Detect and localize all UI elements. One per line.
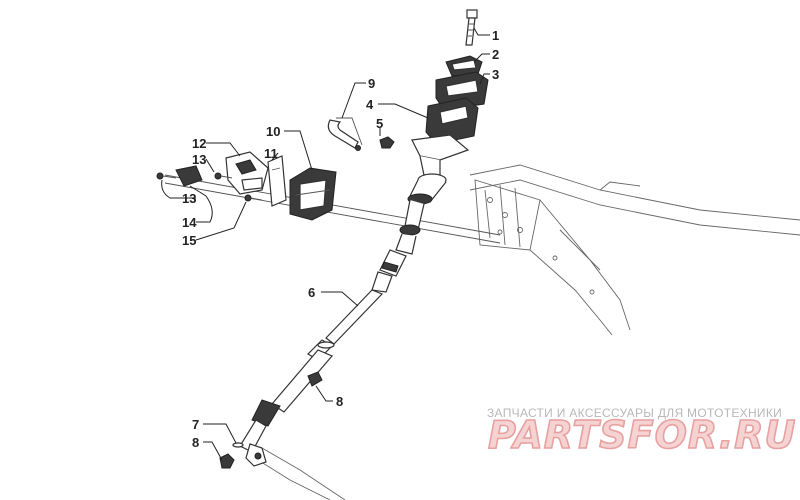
part-9-u-bolt xyxy=(327,117,363,151)
part-15-screw xyxy=(244,194,263,202)
callout-7: 7 xyxy=(192,417,199,432)
part-1-bolt xyxy=(465,9,478,46)
callout-13-upper: 13 xyxy=(192,152,206,167)
callout-14: 14 xyxy=(182,215,197,230)
part-13-screw-lower xyxy=(156,172,177,180)
watermark-subtitle: ЗАПЧАСТИ И АКСЕССУАРЫ ДЛЯ МОТОТЕХНИКИ xyxy=(487,406,782,420)
callout-12: 12 xyxy=(192,136,206,151)
part-4-bushing xyxy=(425,97,479,145)
part-11-plate xyxy=(267,155,287,207)
watermark-logo: PARTSFOR.RU xyxy=(488,413,796,457)
callout-3: 3 xyxy=(492,67,499,82)
part-2-clamp-upper xyxy=(445,55,483,77)
callouts: 1 2 3 4 5 6 7 8 8 9 10 11 12 13 13 14 15 xyxy=(182,28,499,450)
part-14-clip xyxy=(175,165,203,187)
callout-4: 4 xyxy=(366,97,374,112)
universal-joint xyxy=(371,249,407,293)
watermark: ЗАПЧАСТИ И АКСЕССУАРЫ ДЛЯ МОТОТЕХНИКИ PA… xyxy=(487,406,796,458)
callout-9: 9 xyxy=(368,76,375,91)
callout-11: 11 xyxy=(264,146,278,161)
callout-10: 10 xyxy=(266,124,280,139)
part-3-clamp-lower xyxy=(435,71,489,111)
part-6-steering-shaft xyxy=(271,289,384,413)
callout-2: 2 xyxy=(492,47,499,62)
callout-13-lower: 13 xyxy=(182,191,196,206)
part-12-switch xyxy=(225,151,269,195)
callout-5: 5 xyxy=(376,116,383,131)
callout-1: 1 xyxy=(492,28,499,43)
part-5-nut xyxy=(379,136,395,149)
part-10-housing xyxy=(289,167,337,221)
part-8-nut-lower xyxy=(219,453,235,469)
callout-8-upper: 8 xyxy=(336,394,343,409)
part-8-nut-upper xyxy=(307,371,323,387)
column-head xyxy=(395,134,470,255)
part-7-washer xyxy=(232,442,244,448)
callout-8-lower: 8 xyxy=(192,435,199,450)
callout-6: 6 xyxy=(308,285,315,300)
part-13-screw-upper xyxy=(214,172,233,180)
leader-lines xyxy=(161,27,490,461)
lower-shaft xyxy=(239,399,281,467)
callout-15: 15 xyxy=(182,233,196,248)
watermark-logo-outline: PARTSFOR.RU xyxy=(488,413,796,457)
